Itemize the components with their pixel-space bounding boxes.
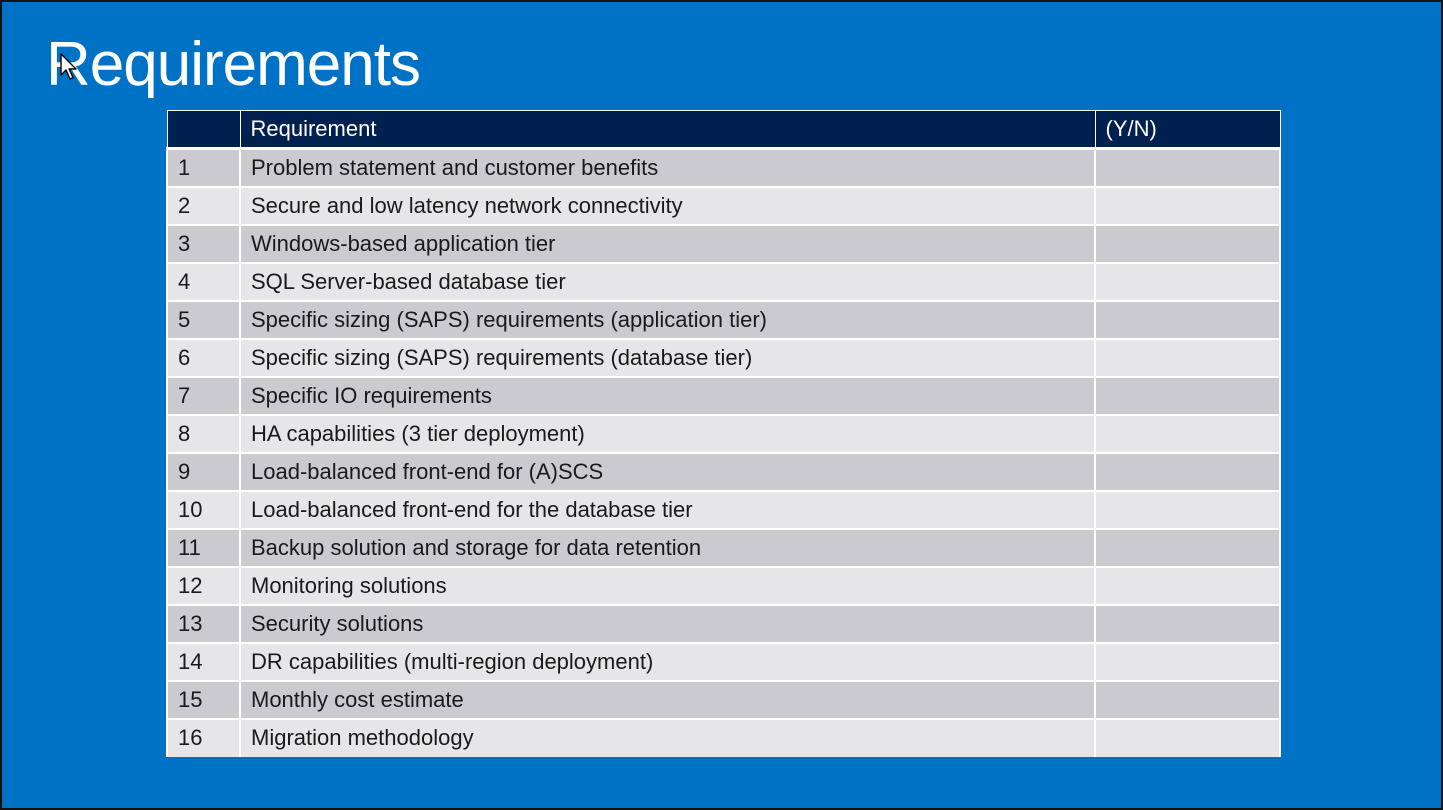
requirement-cell: SQL Server-based database tier — [239, 261, 1096, 301]
requirement-cell: Backup solution and storage for data ret… — [239, 527, 1096, 567]
yn-cell[interactable] — [1094, 641, 1281, 681]
requirement-cell: Problem statement and customer benefits — [239, 147, 1096, 187]
row-number: 5 — [166, 299, 241, 339]
yn-cell[interactable] — [1094, 603, 1281, 643]
row-number: 7 — [166, 375, 241, 415]
yn-cell[interactable] — [1094, 299, 1281, 339]
yn-cell[interactable] — [1094, 527, 1281, 567]
yn-cell[interactable] — [1094, 413, 1281, 453]
row-number: 6 — [166, 337, 241, 377]
requirement-cell: Specific sizing (SAPS) requirements (app… — [239, 299, 1096, 339]
row-number: 4 — [166, 261, 241, 301]
row-number: 2 — [166, 185, 241, 225]
row-number: 10 — [166, 489, 241, 529]
header-yn: (Y/N) — [1094, 110, 1281, 150]
yn-cell[interactable] — [1094, 261, 1281, 301]
requirement-cell: Security solutions — [239, 603, 1096, 643]
requirement-cell: Monthly cost estimate — [239, 679, 1096, 719]
row-number: 3 — [166, 223, 241, 263]
row-number: 12 — [166, 565, 241, 605]
requirement-cell: HA capabilities (3 tier deployment) — [239, 413, 1096, 453]
requirement-cell: Windows-based application tier — [239, 223, 1096, 263]
row-number: 8 — [166, 413, 241, 453]
yn-cell[interactable] — [1094, 489, 1281, 529]
table-header-row: Requirement (Y/N) — [166, 110, 1281, 150]
yn-cell[interactable] — [1094, 223, 1281, 263]
requirement-cell: DR capabilities (multi-region deployment… — [239, 641, 1096, 681]
requirement-cell: Migration methodology — [239, 717, 1096, 757]
yn-cell[interactable] — [1094, 147, 1281, 187]
row-number: 13 — [166, 603, 241, 643]
requirement-cell: Load-balanced front-end for the database… — [239, 489, 1096, 529]
yn-cell[interactable] — [1094, 565, 1281, 605]
requirement-cell: Load-balanced front-end for (A)SCS — [239, 451, 1096, 491]
row-number: 11 — [166, 527, 241, 567]
header-requirement: Requirement — [239, 110, 1096, 150]
requirement-cell: Specific sizing (SAPS) requirements (dat… — [239, 337, 1096, 377]
row-number: 1 — [166, 147, 241, 187]
yn-cell[interactable] — [1094, 717, 1281, 757]
yn-cell[interactable] — [1094, 375, 1281, 415]
yn-cell[interactable] — [1094, 337, 1281, 377]
requirement-cell: Specific IO requirements — [239, 375, 1096, 415]
requirement-cell: Secure and low latency network connectiv… — [239, 185, 1096, 225]
header-number — [166, 110, 241, 150]
row-number: 14 — [166, 641, 241, 681]
yn-cell[interactable] — [1094, 451, 1281, 491]
row-number: 9 — [166, 451, 241, 491]
yn-cell[interactable] — [1094, 185, 1281, 225]
row-number: 15 — [166, 679, 241, 719]
requirement-cell: Monitoring solutions — [239, 565, 1096, 605]
row-number: 16 — [166, 717, 241, 757]
slide-title: Requirements — [46, 30, 421, 99]
yn-cell[interactable] — [1094, 679, 1281, 719]
mouse-pointer-icon — [60, 53, 77, 80]
